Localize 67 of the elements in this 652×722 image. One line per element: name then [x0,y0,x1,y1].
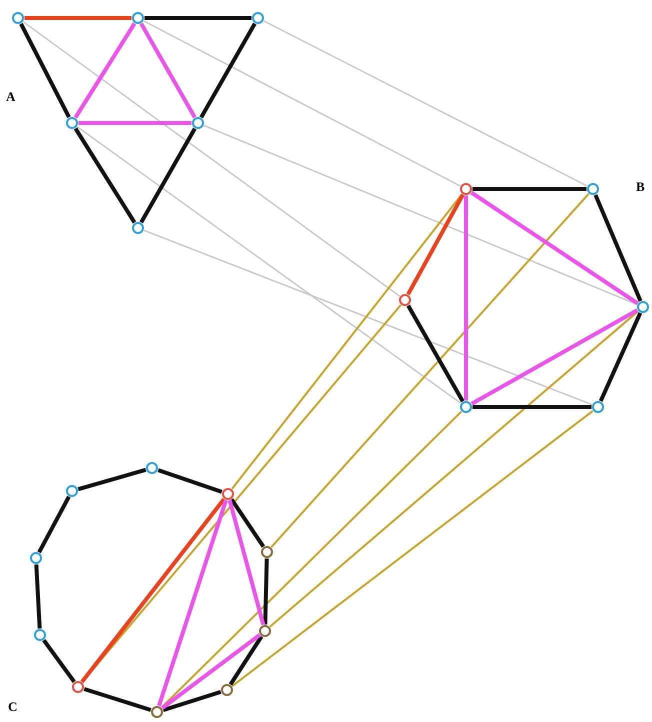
graph-label: A [6,90,16,104]
graph-edge [228,500,266,626]
graph-vertex [398,294,410,306]
graph-vertex [460,400,472,412]
graph-vertex [132,222,144,234]
graph-edge [144,16,252,20]
graph-edge [464,196,468,400]
graph-edge [37,496,71,554]
graph-edge [594,194,642,302]
graph-edge [158,468,222,494]
graph-vertex [258,624,270,636]
graph-vertex [66,484,78,496]
graph-vertex [460,182,472,194]
graph-edge [144,230,592,406]
graph-vertex [260,546,272,558]
graph-edge [230,498,266,548]
graph-edge [34,564,42,629]
graph-edge [24,16,132,20]
graph-edge [157,500,228,706]
graph-vertex [586,182,598,194]
graph-edge [269,310,639,628]
graph-edge [143,20,461,187]
graph-edge [204,124,638,306]
graph-vertex [132,12,144,24]
graph-vertex [66,116,78,128]
graph-edge [263,20,588,187]
graph-edge [228,635,264,686]
graph-edge [406,194,465,296]
graph-label: C [8,700,18,714]
graph-edge [406,304,465,402]
graph-label: B [636,180,645,194]
graph-vertex [72,680,84,692]
graph-edge [470,308,638,406]
graph-edge [598,312,642,402]
graph-vertex [222,488,234,500]
graph-vertex [592,400,604,412]
graph-edge [231,193,463,490]
graph-edge [139,128,197,224]
graph-edge [78,468,146,492]
graph-edge [22,21,400,297]
graph-vertex [252,12,264,24]
graph-edge [80,498,226,684]
graph-vertex [30,552,42,564]
graph-edge [76,126,462,404]
graph-edge [270,193,590,548]
graph-edge [470,190,639,306]
graph-edge [74,22,136,119]
graph-edge [472,187,586,191]
graph-edge [472,405,592,409]
graph-vertex [150,706,162,718]
graph-vertex [636,300,648,312]
graph-vertex [192,116,204,128]
graph-edge [42,639,76,683]
graph-edge [232,410,594,687]
graph-edge [162,690,222,712]
graph-edge [78,121,192,125]
graph-vertex [146,462,158,474]
graph-edge [139,22,197,118]
graph-edge [199,22,257,118]
graph-edge [74,127,136,224]
graph-vertex [12,12,24,24]
graph-edge [161,633,261,710]
graph-vertex [220,684,232,696]
graph-edge [19,22,71,118]
graph-vertex [34,628,46,640]
graph-edge [263,558,269,625]
graph-edge [84,687,152,712]
